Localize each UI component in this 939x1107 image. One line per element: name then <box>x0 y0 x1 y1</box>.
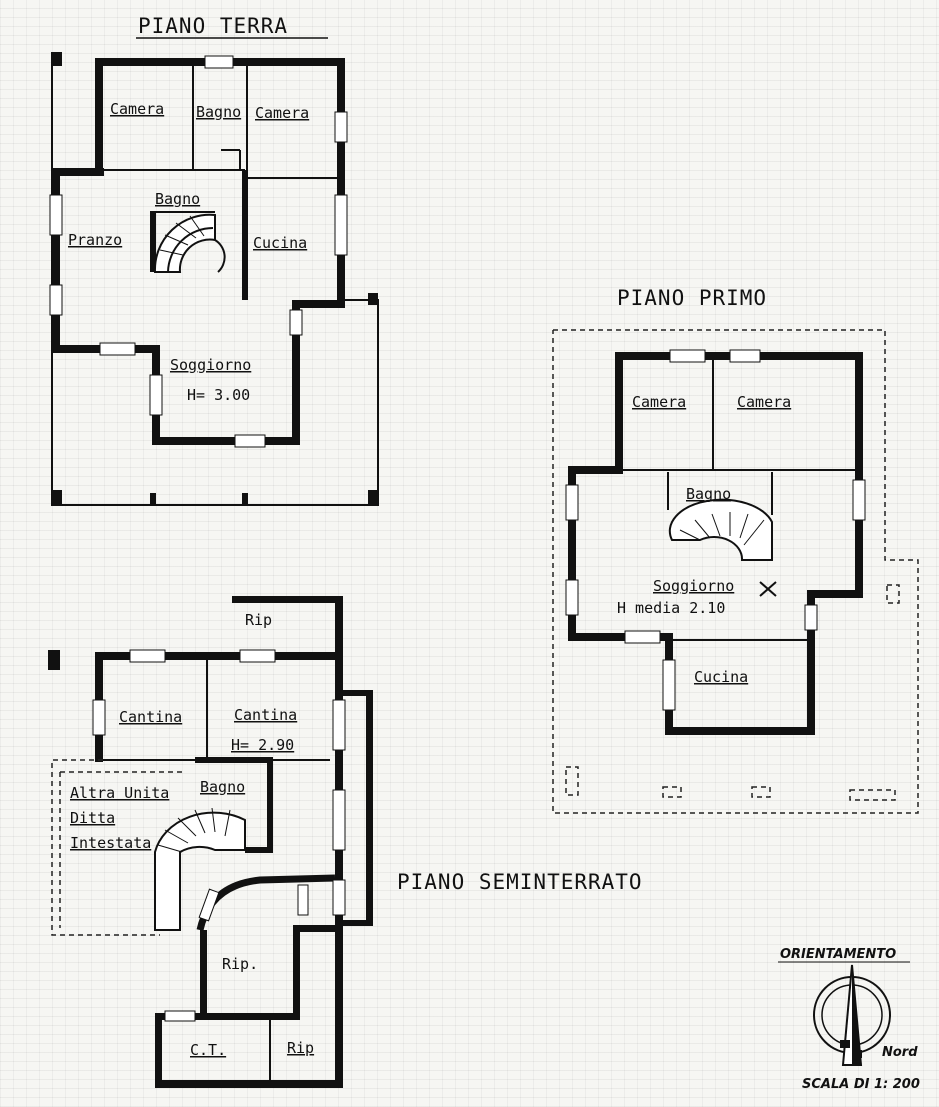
room-cucina: Cucina <box>253 234 307 252</box>
room-camera-1: Camera <box>110 100 164 118</box>
room-rip-top: Rip <box>245 611 272 629</box>
room-cantina-1: Cantina <box>119 708 182 726</box>
north-arrow-icon <box>813 964 891 1066</box>
fireplace-mark <box>759 581 777 597</box>
room-soggiorno: Soggiorno <box>170 356 251 374</box>
plan-piano-terra: PIANO TERRA <box>49 14 379 506</box>
room-ct: C.T. <box>190 1041 226 1059</box>
room-camera-2: Camera <box>255 104 309 122</box>
room-bagno-seminterrato: Bagno <box>200 778 245 796</box>
other-unit-outline <box>51 759 160 936</box>
height-terra: H= 3.00 <box>187 386 250 404</box>
room-cucina-primo: Cucina <box>694 668 748 686</box>
label-altra-unita: Altra Unita <box>70 784 169 802</box>
room-rip-mid: Rip. <box>222 955 258 973</box>
room-rip-bottom: Rip <box>287 1039 314 1057</box>
room-bagno-primo: Bagno <box>686 485 731 503</box>
room-pranzo: Pranzo <box>68 231 122 249</box>
orientation-label: ORIENTAMENTO <box>780 947 896 962</box>
title-piano-primo: PIANO PRIMO <box>617 286 767 310</box>
room-soggiorno-primo: Soggiorno <box>653 577 734 595</box>
plan-piano-primo: PIANO PRIMO <box>552 286 919 814</box>
room-camera-primo-1: Camera <box>632 393 686 411</box>
roof-outline <box>552 329 919 814</box>
orientation-legend: ORIENTAMENTO Nord SCALA DI 1: 200 <box>778 947 920 1092</box>
height-seminterrato: H= 2.90 <box>231 736 294 754</box>
stair-seminterrato <box>154 807 246 931</box>
label-ditta: Ditta <box>70 809 115 827</box>
stair-primo <box>668 498 773 561</box>
room-bagno-1: Bagno <box>196 103 241 121</box>
room-cantina-2: Cantina <box>234 706 297 724</box>
title-piano-seminterrato: PIANO SEMINTERRATO <box>397 870 643 894</box>
height-primo: H media 2.10 <box>617 599 725 617</box>
scale-label: SCALA DI 1: 200 <box>802 1077 920 1092</box>
plan-piano-seminterrato: PIANO SEMINTERRATO <box>48 596 643 1088</box>
room-camera-primo-2: Camera <box>737 393 791 411</box>
room-bagno-2: Bagno <box>155 190 200 208</box>
title-piano-terra: PIANO TERRA <box>138 14 288 38</box>
north-label: Nord <box>882 1045 918 1060</box>
label-intestata: Intestata <box>70 834 151 852</box>
stair-terra <box>153 213 226 273</box>
